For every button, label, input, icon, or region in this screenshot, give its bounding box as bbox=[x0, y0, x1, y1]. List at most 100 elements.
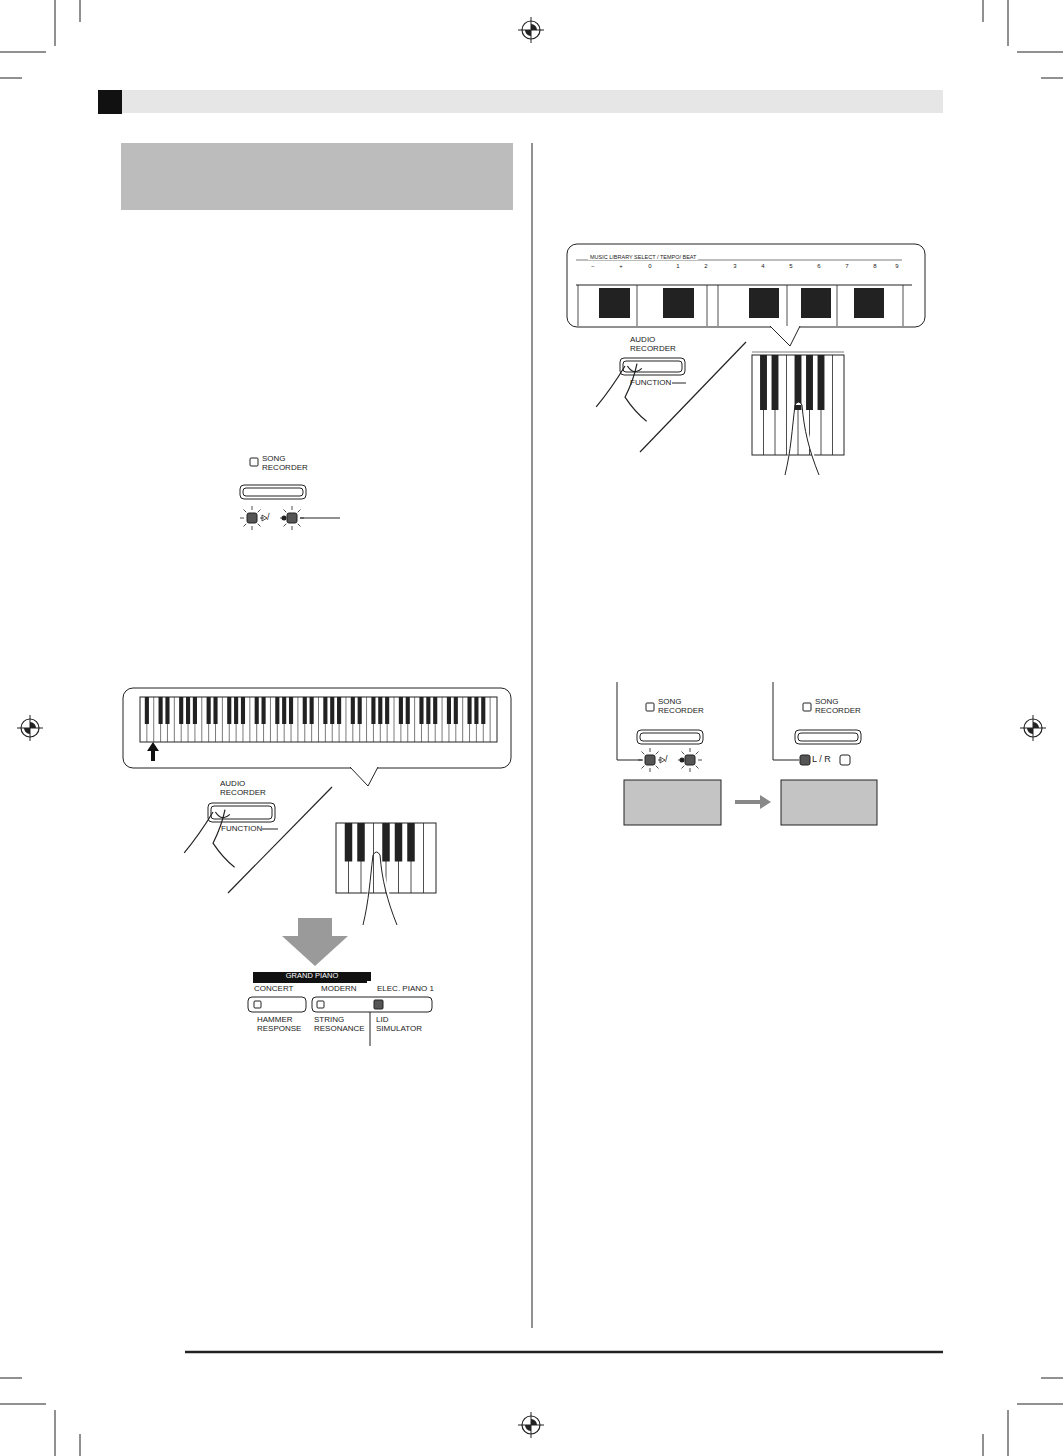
white-key-edge bbox=[837, 285, 838, 326]
bracket-line bbox=[617, 682, 618, 760]
pressing-hand bbox=[785, 402, 819, 475]
song-recorder-button bbox=[795, 730, 861, 744]
led-lamp bbox=[374, 1000, 383, 1009]
white-key-edge bbox=[490, 697, 491, 742]
crop-mark bbox=[983, 0, 984, 22]
led-burst bbox=[292, 506, 293, 510]
white-key-edge bbox=[707, 285, 708, 326]
audio-recorder-button bbox=[620, 358, 685, 375]
tone-button bbox=[312, 997, 432, 1012]
song-recorder-button bbox=[637, 730, 703, 744]
hand-outline bbox=[596, 364, 646, 422]
led-burst bbox=[650, 748, 651, 752]
black-key bbox=[599, 288, 630, 318]
crop-mark bbox=[1017, 52, 1063, 53]
display-box bbox=[781, 780, 877, 825]
crop-mark bbox=[80, 1434, 81, 1456]
indicator-square bbox=[803, 703, 811, 711]
white-key-edge bbox=[483, 697, 484, 742]
divider-diagonal bbox=[640, 342, 746, 452]
up-arrow bbox=[147, 742, 159, 761]
key-number: 1 bbox=[672, 263, 684, 270]
column-divider bbox=[532, 143, 533, 1328]
white-key-edge bbox=[325, 697, 326, 742]
crop-mark bbox=[1017, 1404, 1063, 1405]
hand-outline bbox=[184, 810, 234, 868]
callout-pointer bbox=[770, 326, 800, 346]
black-key bbox=[806, 355, 813, 410]
led-burst bbox=[698, 760, 702, 761]
led-burst bbox=[696, 752, 699, 755]
black-key bbox=[382, 823, 390, 862]
white-key-edge bbox=[394, 697, 395, 742]
black-key bbox=[801, 288, 831, 318]
white-key-edge bbox=[832, 355, 833, 455]
divider-diagonal bbox=[228, 787, 332, 893]
led-burst bbox=[244, 510, 247, 513]
keyboard-callout bbox=[567, 244, 925, 327]
white-key-edge bbox=[380, 697, 381, 742]
crop-mark bbox=[1041, 78, 1063, 79]
black-key bbox=[760, 355, 767, 410]
song-recorder-button bbox=[240, 485, 306, 499]
hand-drawing bbox=[596, 364, 646, 422]
record-icon bbox=[680, 758, 685, 763]
bracket-line bbox=[773, 760, 799, 761]
led-lamp bbox=[645, 755, 655, 765]
function-dash bbox=[672, 383, 686, 384]
white-key-edge bbox=[455, 697, 456, 742]
key-number: 6 bbox=[813, 263, 825, 270]
black-key bbox=[854, 288, 884, 318]
led-label: L / R bbox=[812, 754, 831, 764]
white-key-edge bbox=[442, 697, 443, 742]
crop-mark bbox=[1008, 1410, 1009, 1456]
white-key-edge bbox=[428, 697, 429, 742]
white-key-edge bbox=[215, 697, 216, 742]
button-label: AUDIO RECORDER bbox=[220, 779, 290, 797]
state-arrow bbox=[735, 795, 771, 809]
tone-label: MODERN bbox=[321, 984, 357, 993]
crop-mark bbox=[0, 78, 22, 79]
white-key-edge bbox=[414, 697, 415, 742]
led-burst bbox=[252, 526, 253, 530]
led-burst bbox=[656, 752, 659, 755]
pointer-mask bbox=[771, 325, 799, 327]
registration-cross bbox=[518, 17, 544, 43]
key-number: 5 bbox=[785, 263, 797, 270]
white-key-edge bbox=[236, 697, 237, 742]
button-label: AUDIO RECORDER bbox=[630, 335, 700, 353]
white-key-edge bbox=[146, 697, 147, 742]
crop-mark bbox=[1008, 0, 1009, 46]
leader-line bbox=[370, 1012, 371, 1046]
led-burst bbox=[298, 524, 301, 527]
white-key-edge bbox=[249, 697, 250, 742]
white-key-edge bbox=[201, 697, 202, 742]
white-key-edge bbox=[222, 697, 223, 742]
black-key bbox=[818, 355, 825, 410]
led-burst bbox=[690, 748, 691, 752]
crop-mark bbox=[55, 1410, 56, 1456]
white-key-edge bbox=[476, 697, 477, 742]
play-icon bbox=[660, 757, 665, 763]
led-burst bbox=[638, 760, 642, 761]
white-key-edge bbox=[366, 697, 367, 742]
white-key-edge bbox=[339, 697, 340, 742]
white-key-edge bbox=[188, 697, 189, 742]
key-number: 8 bbox=[869, 263, 881, 270]
white-key-edge bbox=[270, 697, 271, 742]
function-label: STRING RESONANCE bbox=[314, 1015, 370, 1033]
white-key-edge bbox=[448, 697, 449, 742]
white-key-edge bbox=[284, 697, 285, 742]
black-key bbox=[772, 355, 779, 410]
bracket-line bbox=[617, 760, 643, 761]
led-burst bbox=[696, 766, 699, 769]
led-burst bbox=[642, 752, 645, 755]
white-key-edge bbox=[637, 285, 638, 326]
key-number: + bbox=[615, 263, 627, 270]
white-key-edge bbox=[277, 697, 278, 742]
separator-symbol: / bbox=[267, 512, 270, 522]
led-lamp bbox=[840, 755, 850, 765]
white-key-edge bbox=[194, 697, 195, 742]
display-box bbox=[624, 780, 721, 825]
